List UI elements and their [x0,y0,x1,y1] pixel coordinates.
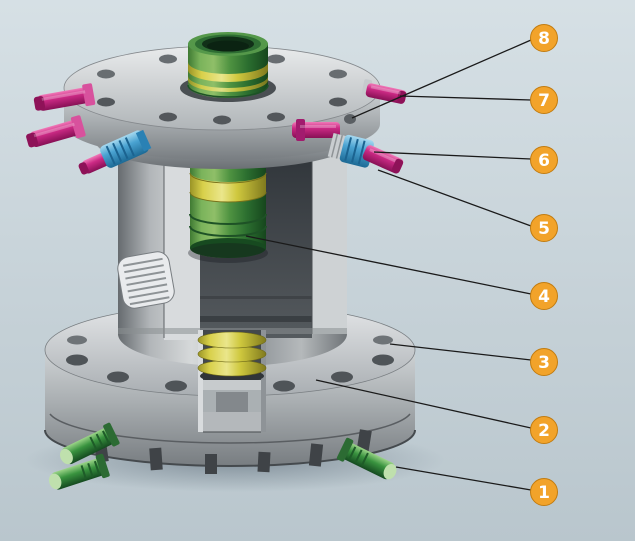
leader-line-6 [373,151,532,160]
bolt-hole [66,354,88,366]
bolt-hole [67,335,87,345]
callout-circle [530,416,558,444]
callout-number: 1 [538,483,550,503]
seal-bore-channel [197,330,267,433]
leader-line-1 [395,466,532,491]
bolt-hole [329,69,347,79]
leader-line-5 [377,169,532,227]
bolt-hole [267,54,285,64]
seal-ring [197,331,267,349]
callout-3: 3 [530,348,558,376]
bolt-hole [107,371,129,383]
callout-6: 6 [530,146,558,174]
bolt-hole [373,335,393,345]
bolt-hole [97,69,115,79]
channel-lip-right [261,330,266,432]
mandrel-ring [188,76,268,92]
bolt-hole [159,54,177,64]
grease-fitting-bottom-right [336,437,397,480]
test-port-plug-left-lower [26,115,86,148]
callout-8: 8 [530,24,558,52]
callout-4: 4 [530,282,558,310]
mandrel-ring [188,62,268,82]
channel-lip-left [198,330,203,432]
callout-number: 8 [538,29,550,49]
grease-fitting-bottom-left-upper [59,422,120,465]
callout-2: 2 [530,416,558,444]
casing-hanger-mandrel-lower [188,168,268,263]
bolt-hole [213,115,231,125]
test-port-right [292,119,340,141]
threaded-outlet [117,251,175,309]
cavity-step [200,316,312,322]
lock-screw-right [327,133,374,168]
bolt-hole [267,112,285,122]
bolt-hole [331,371,353,383]
cavity-step [200,296,312,299]
seal-ring [197,345,267,363]
side-port-boss [344,114,356,124]
callout-7: 7 [530,86,558,114]
lock-screw-left [78,129,152,175]
leader-line-3 [389,343,532,361]
leader-line-7 [399,95,532,101]
callout-1: 1 [530,478,558,506]
channel-step [203,380,261,390]
channel-step [203,412,261,432]
callout-number: 5 [538,219,550,239]
bolt-hole [329,97,347,107]
leader-lines [245,39,532,491]
callout-number: 4 [538,287,550,307]
callout-circle [530,348,558,376]
bottom-flange-groove [49,413,411,444]
mandrel-groove [189,225,267,237]
leader-line-2 [315,379,532,429]
callouts: 8 7 6 5 4 3 2 1 [530,24,558,506]
bolt-hole [273,380,295,392]
bottom-flange-bolt-holes [66,335,394,392]
bolt-hole [372,354,394,366]
bolt-hole [165,380,187,392]
callout-circle [530,146,558,174]
test-port-plug-left-upper [33,83,96,111]
seal-ring [197,359,267,377]
callout-circle [530,24,558,52]
mandrel-seal-band [190,172,266,202]
callout-circle [530,86,558,114]
callout-circle [530,478,558,506]
callout-circle [530,282,558,310]
mandrel-groove [189,213,267,225]
callout-number: 2 [538,421,550,441]
fittings [26,79,407,490]
leader-line-4 [245,235,532,295]
bolt-hole [97,97,115,107]
bolt-hole [159,112,177,122]
callout-number: 7 [538,91,550,111]
section-face-right [312,150,347,334]
callout-number: 6 [538,151,550,171]
leader-line-8 [351,39,532,119]
callout-5: 5 [530,214,558,242]
callout-circle [530,214,558,242]
grease-fitting-bottom-left-lower [48,453,110,490]
callout-number: 3 [538,353,550,373]
casing-hanger-mandrel-upper [187,32,269,98]
